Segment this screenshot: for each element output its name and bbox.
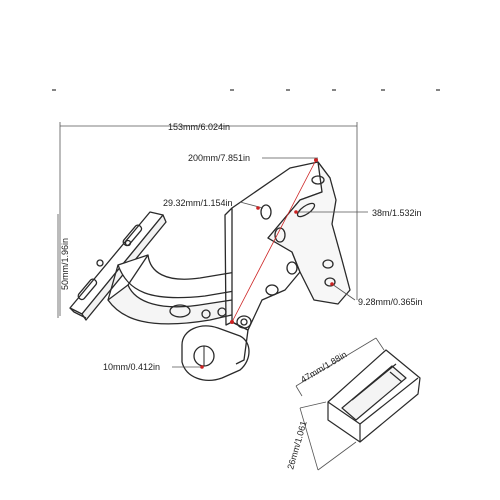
dimension-lines [57, 122, 368, 368]
main-upright-arm [224, 161, 351, 331]
arm-length-label: 200mm/7.851in [188, 153, 250, 163]
bolt-size-label: 10mm/0.412in [103, 362, 160, 372]
clamp-length-label: 47mm/1.88in [299, 349, 349, 384]
clamp-inset [295, 337, 421, 471]
clamp-height-label: 26mm/1.061 [285, 420, 308, 471]
slot-length-label: 29.32mm/1.154in [163, 198, 233, 208]
hole-diameter-label: 9.28mm/0.365in [358, 297, 423, 307]
bracket-drawing [69, 161, 351, 381]
bracket-width-label: 38m/1.532in [372, 208, 422, 218]
overall-width-label: 153mm/6.024in [168, 122, 230, 132]
arm-reference-line [230, 158, 318, 324]
connecting-arm [107, 254, 253, 325]
height-label: 50mm/1.96in [60, 238, 70, 290]
pivot-bolt [181, 321, 250, 381]
dimension-markers [200, 206, 334, 369]
